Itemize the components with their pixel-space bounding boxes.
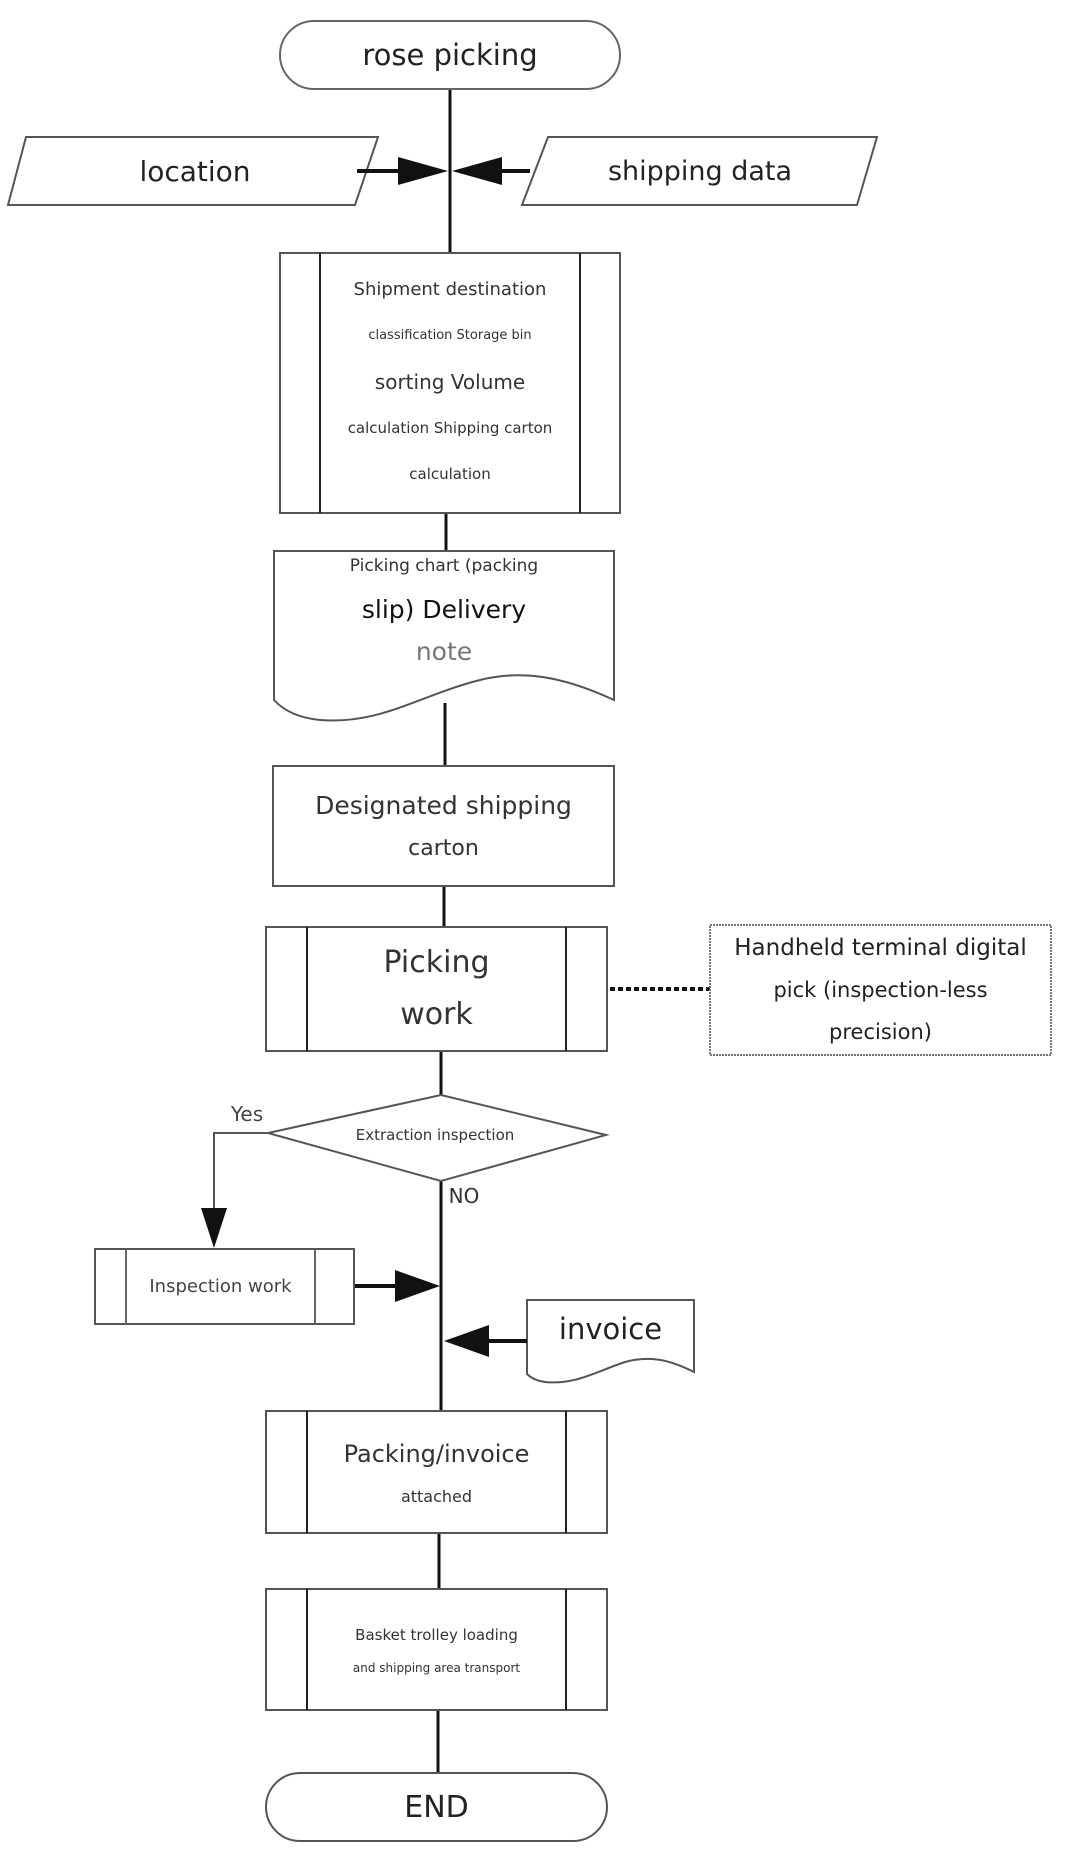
arrowhead-icon: [395, 1270, 440, 1302]
process-calc-line: Shipment destination: [353, 279, 547, 300]
shipping-data-input-label: shipping data: [560, 137, 840, 205]
process-calc-shape: [279, 252, 621, 514]
arrowhead-icon: [398, 157, 448, 185]
location-text: location: [139, 154, 251, 188]
handheld-annotation-label: Handheld terminal digital pick (inspecti…: [712, 925, 1049, 1055]
basket-shape: [265, 1588, 608, 1711]
picking-chart-document-shape: [273, 550, 615, 722]
connector-yes-branch: [213, 1132, 268, 1210]
picking-chart-line: note: [415, 637, 473, 666]
invoice-label: invoice: [527, 1302, 694, 1356]
process-calc-label: Shipment destination classification Stor…: [320, 262, 580, 502]
invoice-text: invoice: [558, 1312, 663, 1346]
handheld-annotation-shape: [709, 924, 1052, 1056]
handheld-line: Handheld terminal digital: [734, 935, 1027, 961]
packing-line: attached: [400, 1487, 473, 1506]
end-terminal-shape: [265, 1772, 608, 1842]
process-calc-line: calculation: [409, 465, 491, 483]
picking-chart-line: Picking chart (packing: [349, 556, 539, 576]
arrowhead-icon: [452, 157, 502, 185]
picking-work-shape: [265, 926, 608, 1052]
inspection-work-shape: [94, 1248, 355, 1325]
end-terminal-text: END: [404, 1789, 469, 1825]
designated-carton-label: Designated shipping carton: [273, 766, 614, 886]
no-text: NO: [448, 1184, 480, 1208]
packing-label: Packing/invoice attached: [307, 1411, 566, 1533]
handheld-line: precision): [829, 1020, 932, 1044]
designated-carton-line: Designated shipping: [315, 791, 572, 820]
extraction-inspection-label: Extraction inspection: [300, 1115, 570, 1155]
shipping-data-text: shipping data: [607, 155, 793, 187]
picking-chart-label: Picking chart (packing slip) Delivery no…: [274, 552, 614, 682]
basket-line: Basket trolley loading: [355, 1625, 518, 1644]
no-edge-label: NO: [441, 1180, 487, 1212]
process-calc-line: classification Storage bin: [368, 328, 532, 343]
inspection-work-text: Inspection work: [149, 1276, 292, 1297]
location-input-label: location: [60, 137, 330, 205]
yes-text: Yes: [230, 1102, 264, 1126]
arrowhead-icon: [201, 1208, 227, 1248]
extraction-inspection-decision-shape: [267, 1093, 610, 1183]
end-terminal-label: END: [266, 1773, 607, 1841]
basket-label: Basket trolley loading and shipping area…: [307, 1589, 566, 1710]
start-terminal-text: rose picking: [362, 38, 538, 72]
arrowhead-icon: [444, 1325, 489, 1357]
start-terminal-label: rose picking: [280, 21, 620, 89]
picking-work-line: Picking: [383, 945, 490, 980]
inspection-work-label: Inspection work: [126, 1249, 315, 1324]
handheld-line: pick (inspection-less: [773, 978, 988, 1002]
packing-line: Packing/invoice: [343, 1440, 530, 1468]
yes-edge-label: Yes: [222, 1100, 272, 1128]
invoice-document-shape: [526, 1299, 695, 1384]
packing-shape: [265, 1410, 608, 1534]
start-terminal-shape: [279, 20, 621, 90]
designated-carton-shape: [272, 765, 615, 887]
process-calc-line: calculation Shipping carton: [347, 419, 553, 437]
picking-chart-line: slip) Delivery: [361, 595, 527, 624]
shipping-data-input-shape: [520, 136, 879, 206]
extraction-inspection-text: Extraction inspection: [355, 1126, 515, 1144]
designated-carton-line: carton: [408, 836, 479, 861]
picking-work-label: Picking work: [307, 927, 566, 1051]
location-input-shape: [6, 136, 380, 206]
picking-work-line: work: [400, 997, 473, 1032]
basket-line: and shipping area transport: [352, 1660, 521, 1675]
process-calc-line: sorting Volume: [374, 370, 526, 394]
